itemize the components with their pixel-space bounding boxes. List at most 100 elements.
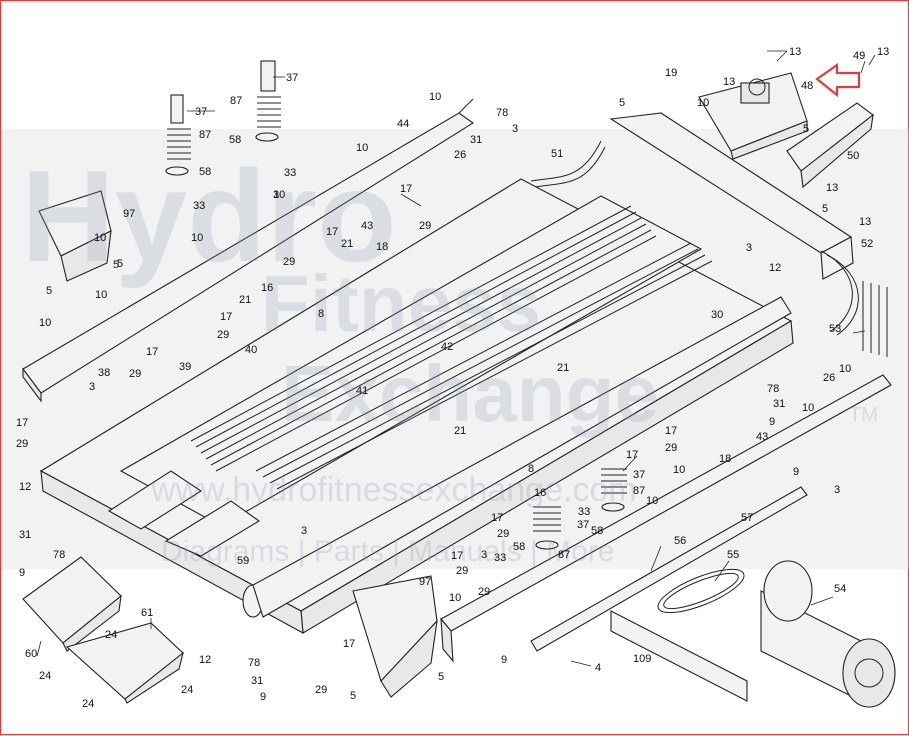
motor [760,560,896,708]
callout-29: 29 [419,220,431,232]
callout-31: 31 [470,134,482,146]
callout-56: 56 [674,535,686,547]
callout-54: 54 [834,583,846,595]
callout-29: 29 [497,528,509,540]
callout-37: 37 [195,106,207,118]
watermark-tm: TM [849,404,878,426]
callout-58: 58 [229,134,241,146]
callout-13: 13 [877,46,889,58]
callout-78: 78 [53,549,65,561]
callout-49: 49 [853,50,865,62]
callout-40: 40 [245,344,257,356]
deck-ribs [190,205,713,490]
callout-12: 12 [769,262,781,274]
callout-31: 31 [773,398,785,410]
callout-87: 87 [558,549,570,561]
callout-31: 31 [251,675,263,687]
callout-10: 10 [94,232,106,244]
callout-10: 10 [673,464,685,476]
highlight-arrow [815,62,861,98]
callout-10: 10 [95,289,107,301]
callout-5: 5 [619,97,625,109]
watermark-line1: Hydro [21,143,397,289]
callout-60: 60 [25,648,37,660]
callout-29: 29 [129,368,141,380]
watermark-url: www.hydrofitnessexchange.com [150,471,637,509]
callout-109: 109 [633,653,651,665]
callout-26: 26 [454,149,466,161]
callout-21: 21 [454,425,466,437]
callout-29: 29 [283,256,295,268]
callout-58: 58 [513,541,525,553]
callout-8: 8 [318,308,324,320]
callout-12: 12 [19,481,31,493]
callout-37: 37 [577,519,589,531]
callout-29: 29 [456,565,468,577]
bottom-hood-97 [352,575,438,698]
callout-55: 55 [727,549,739,561]
watermark: Hydro Fitness Exchange TM www.hydrofitne… [21,143,878,568]
spring-stack-right [255,60,281,142]
callout-18: 18 [376,241,388,253]
callout-17: 17 [220,311,232,323]
callout-5: 5 [117,258,123,270]
callout-29: 29 [16,438,28,450]
callout-43: 43 [756,431,768,443]
callout-24: 24 [105,629,117,641]
callout-59: 59 [237,555,249,567]
crossbar-tube [610,610,748,702]
callout-61: 61 [141,607,153,619]
rear-roller-bar [530,486,808,652]
callout-3: 3 [512,123,518,135]
callout-8: 8 [528,463,534,475]
callout-43: 43 [361,220,373,232]
callout-41: 41 [356,385,368,397]
callout-33: 33 [284,167,296,179]
callout-97: 97 [123,208,135,220]
callout-37: 37 [633,469,645,481]
callout-17: 17 [626,449,638,461]
callout-5: 5 [350,690,356,702]
callout-16: 16 [261,282,273,294]
callout-3: 3 [89,381,95,393]
callout-10: 10 [429,91,441,103]
callout-3: 3 [273,189,279,201]
callout-29: 29 [665,442,677,454]
callout-24: 24 [181,684,193,696]
callout-9: 9 [769,416,775,428]
callout-17: 17 [665,425,677,437]
callout-5: 5 [822,203,828,215]
callout-17: 17 [326,226,338,238]
spring-stack-mid [601,468,627,512]
end-cap-60 [22,556,122,652]
callout-13: 13 [723,76,735,88]
callout-48: 48 [801,80,813,92]
leader-lines [36,50,876,667]
controller-board [698,72,808,160]
callout-17: 17 [451,550,463,562]
callout-26: 26 [823,372,835,384]
right-side-rail [440,374,892,663]
callout-17: 17 [491,512,503,524]
callout-9: 9 [260,691,266,703]
callout-16: 16 [534,487,546,499]
watermark-tagline: Diagrams | Parts | Manuals | More [161,535,615,568]
rear-frame [530,112,859,336]
callout-10: 10 [449,592,461,604]
watermark-line2: Fitness [261,259,541,348]
callout-30: 30 [711,309,723,321]
callout-10: 10 [646,495,658,507]
callout-19: 19 [665,67,677,79]
callout-24: 24 [82,698,94,710]
callout-78: 78 [248,657,260,669]
callout-3: 3 [746,242,752,254]
callout-87: 87 [633,485,645,497]
callout-97: 97 [419,576,431,588]
callout-17: 17 [16,417,28,429]
callout-3: 3 [834,484,840,496]
callout-13: 13 [859,216,871,228]
callout-57: 57 [741,512,753,524]
callout-38: 38 [98,367,110,379]
